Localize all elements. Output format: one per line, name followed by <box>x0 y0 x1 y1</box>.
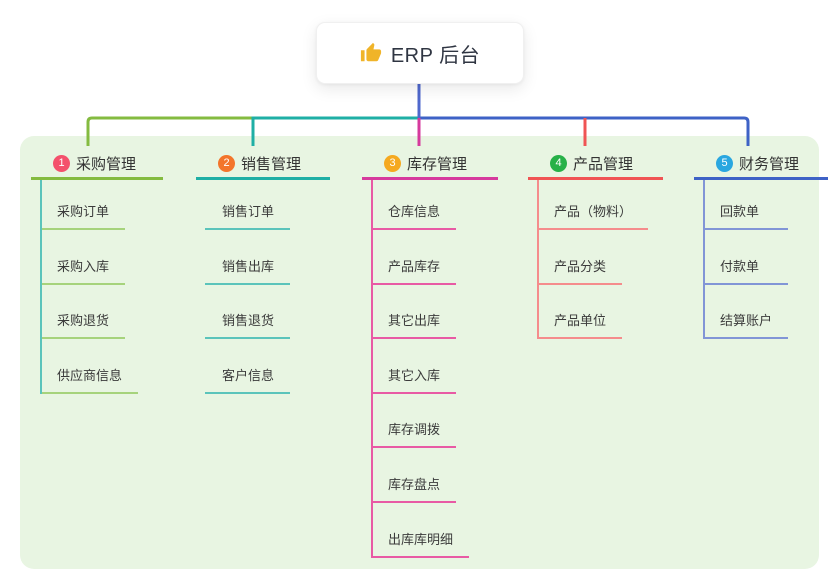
branch-number-badge: 2 <box>218 155 235 172</box>
child-node[interactable]: 仓库信息 <box>371 204 457 230</box>
branch-node-sales[interactable]: 2 销售管理 <box>196 150 330 180</box>
root-node[interactable]: ERP 后台 <box>316 22 524 84</box>
child-node[interactable]: 供应商信息 <box>40 368 139 394</box>
child-node[interactable]: 其它入库 <box>371 368 457 394</box>
branch-label: 销售管理 <box>241 156 302 173</box>
child-node[interactable]: 销售退货 <box>205 313 291 339</box>
child-node[interactable]: 采购入库 <box>40 259 126 285</box>
child-node[interactable]: 采购退货 <box>40 313 126 339</box>
root-node-label: ERP 后台 <box>390 44 481 67</box>
child-node[interactable]: 产品库存 <box>371 259 457 285</box>
child-node[interactable]: 销售出库 <box>205 259 291 285</box>
child-node[interactable]: 销售订单 <box>205 204 291 230</box>
branch-node-product[interactable]: 4 产品管理 <box>528 150 663 180</box>
child-node[interactable]: 产品（物料） <box>537 204 649 230</box>
child-node[interactable]: 其它出库 <box>371 313 457 339</box>
child-node[interactable]: 客户信息 <box>205 368 291 394</box>
branch-number-badge: 3 <box>384 155 401 172</box>
branch-number-badge: 4 <box>550 155 567 172</box>
branch-node-inventory[interactable]: 3 库存管理 <box>362 150 498 180</box>
branch-number-badge: 5 <box>716 155 733 172</box>
branch-label: 产品管理 <box>573 156 634 173</box>
child-node[interactable]: 产品分类 <box>537 259 623 285</box>
child-node[interactable]: 库存调拨 <box>371 422 457 448</box>
child-node[interactable]: 出库库明细 <box>371 532 470 558</box>
thumbs-up-icon <box>360 42 381 62</box>
child-node[interactable]: 付款单 <box>703 259 788 285</box>
child-node[interactable]: 产品单位 <box>537 313 623 339</box>
branch-child-connector <box>40 180 42 394</box>
child-node[interactable]: 结算账户 <box>703 313 789 339</box>
branch-label: 库存管理 <box>407 156 468 173</box>
branch-node-finance[interactable]: 5 财务管理 <box>694 150 828 180</box>
branch-node-purchase[interactable]: 1 采购管理 <box>31 150 163 180</box>
child-node[interactable]: 回款单 <box>703 204 788 230</box>
branch-child-connector <box>537 180 539 339</box>
canvas-panel <box>20 136 819 569</box>
branch-label: 财务管理 <box>739 156 800 173</box>
child-node[interactable]: 库存盘点 <box>371 477 457 503</box>
child-node[interactable]: 采购订单 <box>40 204 126 230</box>
branch-child-connector <box>703 180 705 339</box>
branch-number-badge: 1 <box>53 155 70 172</box>
branch-label: 采购管理 <box>76 156 137 173</box>
branch-child-connector <box>371 180 373 558</box>
